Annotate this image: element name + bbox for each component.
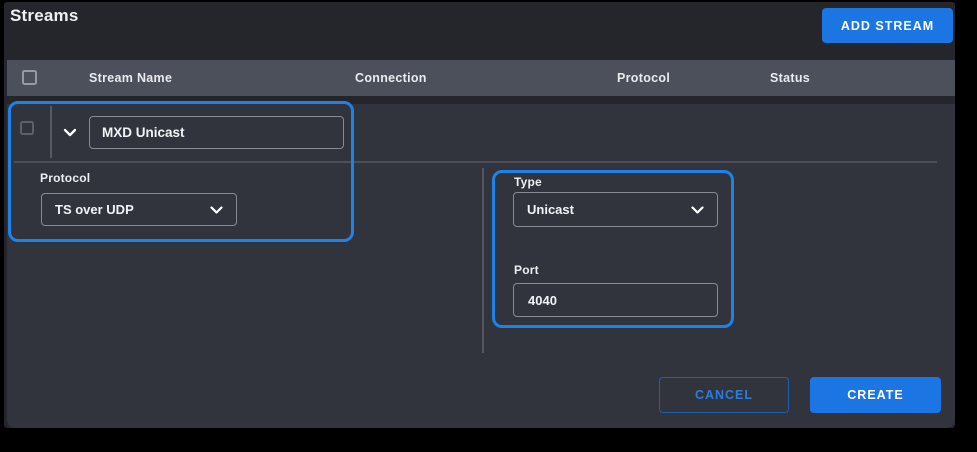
port-input[interactable] (513, 283, 718, 317)
protocol-select[interactable]: TS over UDP (41, 193, 237, 226)
expanded-stream-row (7, 104, 955, 428)
page-title: Streams (10, 6, 79, 25)
create-button[interactable]: CREATE (810, 377, 941, 413)
type-select[interactable]: Unicast (513, 192, 718, 227)
collapse-row-button[interactable] (60, 122, 80, 142)
select-all-checkbox[interactable] (22, 70, 37, 85)
type-label: Type (514, 175, 542, 189)
stream-name-input[interactable] (89, 116, 344, 149)
protocol-label: Protocol (40, 171, 91, 185)
chevron-down-icon (691, 205, 704, 214)
add-stream-button[interactable]: ADD STREAM (822, 8, 953, 43)
header-connection: Connection (355, 71, 427, 85)
row-separator (50, 106, 52, 158)
type-select-value: Unicast (527, 202, 574, 217)
header-stream-name: Stream Name (89, 71, 173, 85)
cancel-button[interactable]: CANCEL (659, 377, 789, 413)
section-divider (14, 161, 937, 163)
stream-table-header: Stream Name Connection Protocol Status (7, 60, 955, 96)
row-select-checkbox[interactable] (20, 121, 34, 135)
port-label: Port (514, 263, 539, 277)
protocol-select-value: TS over UDP (55, 202, 134, 217)
form-column-divider (482, 168, 484, 353)
chevron-down-icon (63, 128, 77, 137)
chevron-down-icon (210, 205, 223, 214)
header-protocol: Protocol (617, 71, 671, 85)
header-status: Status (770, 71, 811, 85)
